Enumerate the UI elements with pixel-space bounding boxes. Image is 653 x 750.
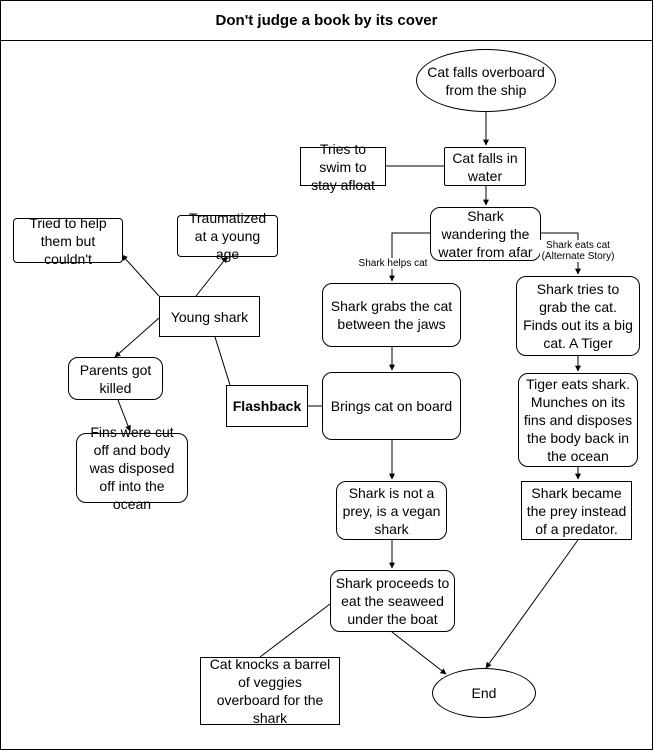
node-fins-cut-off: Fins were cut off and body was disposed … <box>76 424 188 512</box>
edge-parents-to-fins <box>117 399 131 432</box>
edge-seaweed-to-end <box>391 631 447 675</box>
node-cat-falls-overboard: Cat falls overboard from the ship <box>416 49 556 112</box>
node-brings-cat-on-board: Brings cat on board <box>322 372 461 440</box>
node-end: End <box>432 668 536 718</box>
node-shark-became-prey: Shark became the prey instead of a preda… <box>521 481 632 540</box>
title-bar: Don't judge a book by its cover <box>0 0 653 41</box>
edge-wandering-to-grab <box>389 232 430 282</box>
node-traumatized: Traumatized at a young age <box>177 210 278 262</box>
node-shark-grabs-cat: Shark grabs the cat between the jaws <box>322 283 461 347</box>
edge-label-shark-eats-cat-line1: Shark eats cat <box>546 240 610 251</box>
node-shark-tries-to-grab: Shark tries to grab the cat. Finds out i… <box>516 276 640 356</box>
node-tries-to-swim: Tries to swim to stay afloat <box>300 141 386 193</box>
edge-young-to-flashback <box>214 336 231 386</box>
edge-prey-to-end <box>485 539 579 669</box>
node-tried-to-help: Tried to help them but couldn't <box>13 215 123 267</box>
edge-seaweed-to-barrel <box>259 603 331 658</box>
edge-young-to-tried-help <box>121 254 160 297</box>
edge-label-shark-helps-cat: Shark helps cat <box>357 258 429 269</box>
node-tiger-eats-shark: Tiger eats shark. Munches on its fins an… <box>518 373 638 467</box>
node-flashback: Flashback <box>226 385 308 427</box>
node-parents-got-killed: Parents got killed <box>68 357 163 400</box>
node-shark-wandering: Shark wandering the water from afar <box>430 207 541 261</box>
node-cat-falls-in-water: Cat falls in water <box>444 147 526 186</box>
node-young-shark: Young shark <box>159 296 260 337</box>
edge-young-to-parents <box>114 317 160 358</box>
edge-young-to-traumatized <box>195 256 228 297</box>
node-vegan-shark: Shark is not a prey, is a vegan shark <box>336 481 447 540</box>
edge-label-shark-eats-cat-line2: (Alternate Story) <box>541 251 615 262</box>
node-shark-eats-seaweed: Shark proceeds to eat the seaweed under … <box>330 570 455 632</box>
node-cat-knocks-barrel: Cat knocks a barrel of veggies overboard… <box>200 656 340 726</box>
diagram-title: Don't judge a book by its cover <box>215 12 438 29</box>
edge-label-shark-eats-cat: Shark eats cat (Alternate Story) <box>540 240 616 262</box>
